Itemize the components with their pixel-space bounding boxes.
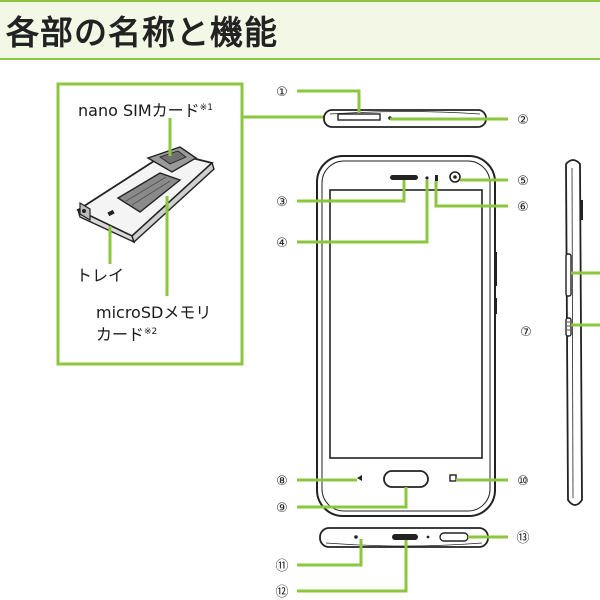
callout-13: ⑬: [516, 531, 529, 546]
proximity-sensor: [425, 176, 429, 180]
callout-9: ⑨: [276, 501, 288, 516]
sim-tray-illustration: [76, 146, 215, 244]
power-key: [565, 317, 572, 337]
nano-sim-label: nano SIMカード※1: [78, 101, 213, 120]
recent-apps-key: [449, 474, 457, 482]
sim-tray-slot: [337, 113, 381, 121]
phone-bottom-edge: [319, 527, 489, 548]
earpiece: [390, 175, 418, 180]
callout-11: ⑪: [275, 559, 288, 574]
sim-tray-inset: nano SIMカード※1 トレイ microSDメモリ カード※2: [56, 82, 244, 366]
phone-front: [316, 155, 497, 517]
home-fingerprint-key: [383, 470, 429, 488]
usb-port: [392, 534, 418, 540]
title-bar: 各部の名称と機能: [0, 0, 600, 60]
display-screen: [329, 189, 483, 459]
volume-key: [565, 253, 572, 297]
callout-3: ③: [276, 195, 288, 210]
back-key: [357, 475, 362, 481]
inset-frame: [56, 82, 244, 366]
callout-4: ④: [276, 236, 288, 251]
callout-12: ⑫: [275, 585, 288, 600]
notification-led: [435, 175, 438, 181]
phone-side: [565, 159, 600, 506]
callout-2: ②: [517, 113, 529, 128]
microsd-label-line2: カード※2: [96, 325, 157, 344]
callout-10: ⑩: [517, 474, 529, 489]
callout-leaders: [297, 89, 508, 593]
callout-5: ⑤: [517, 174, 529, 189]
callout-6: ⑥: [517, 200, 529, 215]
page-title: 各部の名称と機能: [6, 13, 278, 52]
callout-7: ⑦: [520, 325, 532, 340]
earphone-jack: [439, 532, 469, 542]
microsd-label-line1: microSDメモリ: [96, 303, 211, 322]
callout-8: ⑧: [276, 474, 288, 489]
callout-1: ①: [276, 85, 288, 100]
bottom-mic-hole: [354, 535, 358, 539]
microsd-card-shape: [116, 172, 182, 213]
tray-label: トレイ: [76, 266, 124, 285]
